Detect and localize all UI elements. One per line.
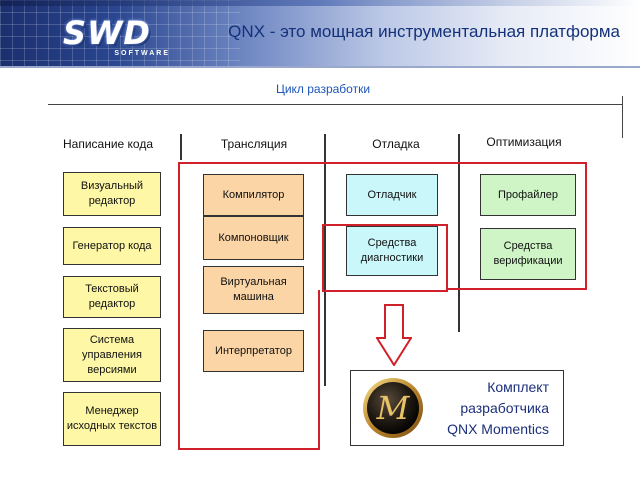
cycle-subtitle: Цикл разработки [275, 82, 371, 96]
highlight-outline-step-right [446, 224, 448, 290]
box-version-control: Система управления версиями [63, 328, 161, 382]
logo-subtext: SOFTWARE [114, 50, 170, 57]
kit-line-1: Комплект [487, 379, 549, 395]
column-separator [458, 134, 460, 332]
logo-text: SWD [63, 14, 151, 52]
swd-logo: SWD SOFTWARE [44, 4, 170, 64]
box-verification: Средства верификации [480, 228, 576, 280]
box-profiler: Профайлер [480, 174, 576, 216]
box-linker: Компоновщик [203, 216, 304, 260]
column-separator [180, 134, 182, 160]
box-diagnostics: Средства диагностики [346, 226, 438, 276]
header-divider [0, 66, 640, 68]
box-visual-editor: Визуальный редактор [63, 172, 161, 216]
highlight-outline-mid-bottom [322, 290, 448, 292]
highlight-outline-left [178, 162, 180, 450]
header-banner: SWD SOFTWARE QNX - это мощная инструмент… [0, 0, 640, 66]
momentics-kit-box: M Комплект разработчика QNX Momentics [350, 370, 564, 446]
column-separator [324, 134, 326, 386]
down-arrow-icon [376, 304, 412, 366]
kit-caption: Комплект разработчика QNX Momentics [447, 377, 549, 440]
highlight-outline-step-mid [322, 224, 448, 226]
column-header-optimization: Оптимизация [486, 135, 562, 149]
emblem-letter: M [376, 389, 411, 427]
kit-line-3: QNX Momentics [447, 421, 549, 437]
cycle-bracket-right [622, 96, 623, 138]
highlight-outline-bottom-right [446, 288, 587, 290]
box-code-generator: Генератор кода [63, 227, 161, 265]
highlight-outline-right [585, 162, 587, 290]
box-compiler: Компилятор [203, 174, 304, 216]
box-interpreter: Интерпретатор [203, 330, 304, 372]
highlight-outline-top [178, 162, 587, 164]
box-debugger: Отладчик [346, 174, 438, 216]
momentics-emblem-icon: M [363, 378, 423, 438]
box-source-manager: Менеджер исходных текстов [63, 392, 161, 446]
cycle-bracket-top [48, 104, 622, 105]
slide-title: QNX - это мощная инструментальная платфо… [228, 22, 620, 41]
kit-line-2: разработчика [460, 400, 549, 416]
highlight-outline-bottom-left [178, 448, 320, 450]
column-header-coding: Написание кода [62, 137, 154, 151]
highlight-outline-left-inner [318, 290, 320, 450]
highlight-outline-mid-vertical [322, 224, 324, 292]
box-virtual-machine: Виртуальная машина [203, 266, 304, 314]
header-grid-pattern [0, 0, 240, 66]
box-text-editor: Текстовый редактор [63, 276, 161, 318]
column-header-translation: Трансляция [220, 137, 288, 151]
header-stripe [0, 0, 640, 6]
column-header-debugging: Отладка [372, 137, 420, 151]
